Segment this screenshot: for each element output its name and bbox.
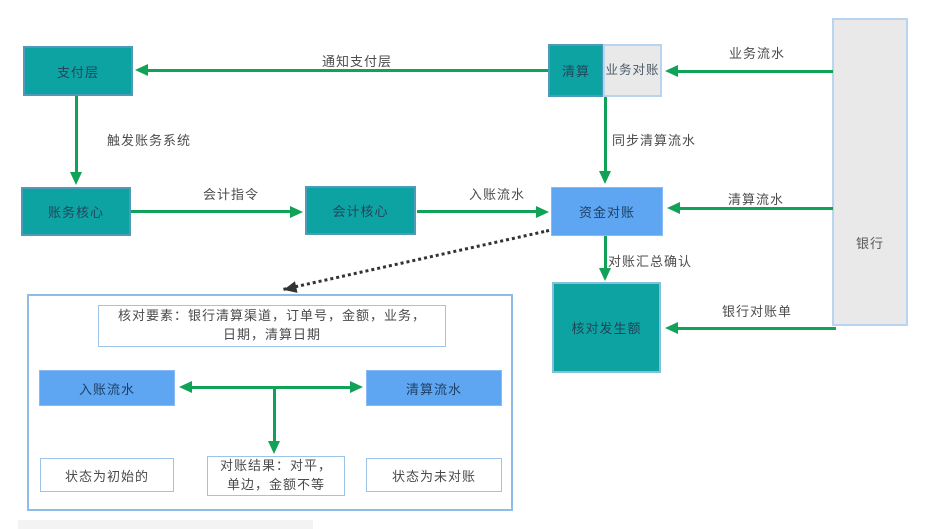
node-clearing: 清算	[548, 44, 604, 97]
node-bank: 银行	[832, 18, 908, 326]
node-accounting-center: 会计核心	[305, 186, 416, 235]
arrow-business-flow-head	[665, 65, 678, 77]
arrow-clearing-flow-line	[679, 207, 833, 210]
arrow-summary-head	[599, 268, 611, 281]
arrow-business-flow-line	[677, 70, 833, 73]
edge-label-incoming-flow: 入账流水	[468, 187, 525, 202]
arrow-summary-line	[604, 236, 607, 268]
panel-status-initial-box: 状态为初始的	[40, 458, 174, 492]
panel-status-unreconciled-box: 状态为未对账	[366, 458, 502, 492]
arrow-trigger-line	[75, 96, 78, 172]
arrow-bank-statement-line	[677, 327, 836, 330]
arrow-dotted-detail	[282, 229, 550, 296]
edge-label-notify-pay-layer: 通知支付层	[321, 54, 392, 69]
arrow-notify-head	[135, 64, 148, 76]
arrow-notify-line	[147, 69, 548, 72]
panel-clearing-flow-box: 清算流水	[366, 370, 502, 406]
edge-label-accounting-instruction: 会计指令	[202, 187, 259, 202]
panel-recon-result-box: 对账结果：对平，单边，金额不等	[207, 456, 345, 496]
arrow-clearing-flow-head	[667, 202, 680, 214]
arrow-instruction-line	[131, 210, 290, 213]
edge-label-recon-summary-confirm: 对账汇总确认	[607, 254, 692, 269]
panel-arrow-right-head	[350, 381, 363, 393]
node-pay-layer: 支付层	[23, 46, 133, 96]
bottom-edge-strip	[18, 520, 313, 529]
arrow-trigger-head	[70, 172, 82, 185]
panel-arrow-left-head	[179, 381, 192, 393]
panel-incoming-flow-box: 入账流水	[39, 370, 175, 406]
edge-label-bank-statement: 银行对账单	[721, 304, 792, 319]
arrow-instruction-head	[290, 206, 303, 218]
edge-label-sync-clearing-flow: 同步清算流水	[611, 133, 696, 148]
edge-label-clearing-flow: 清算流水	[727, 192, 784, 207]
panel-arrow-drop-line	[273, 386, 276, 441]
panel-check-elements-box: 核对要素：银行清算渠道，订单号，金额，业务，日期，清算日期	[98, 305, 446, 347]
arrow-sync-clearing-head	[599, 171, 611, 184]
panel-arrow-drop-head	[268, 441, 280, 454]
edge-label-business-flow: 业务流水	[728, 46, 785, 61]
panel-arrow-line	[191, 386, 351, 389]
node-fund-recon: 资金对账	[551, 187, 663, 236]
node-accounting-core: 账务核心	[21, 187, 131, 236]
arrow-bank-statement-head	[665, 322, 678, 334]
arrow-sync-clearing-line	[604, 97, 607, 171]
arrow-incoming-head	[536, 206, 549, 218]
edge-label-trigger-accounting: 触发账务系统	[106, 133, 191, 148]
node-verify-amount: 核对发生额	[552, 282, 661, 373]
node-business-recon: 业务对账	[603, 44, 662, 97]
arrow-incoming-line	[417, 210, 536, 213]
